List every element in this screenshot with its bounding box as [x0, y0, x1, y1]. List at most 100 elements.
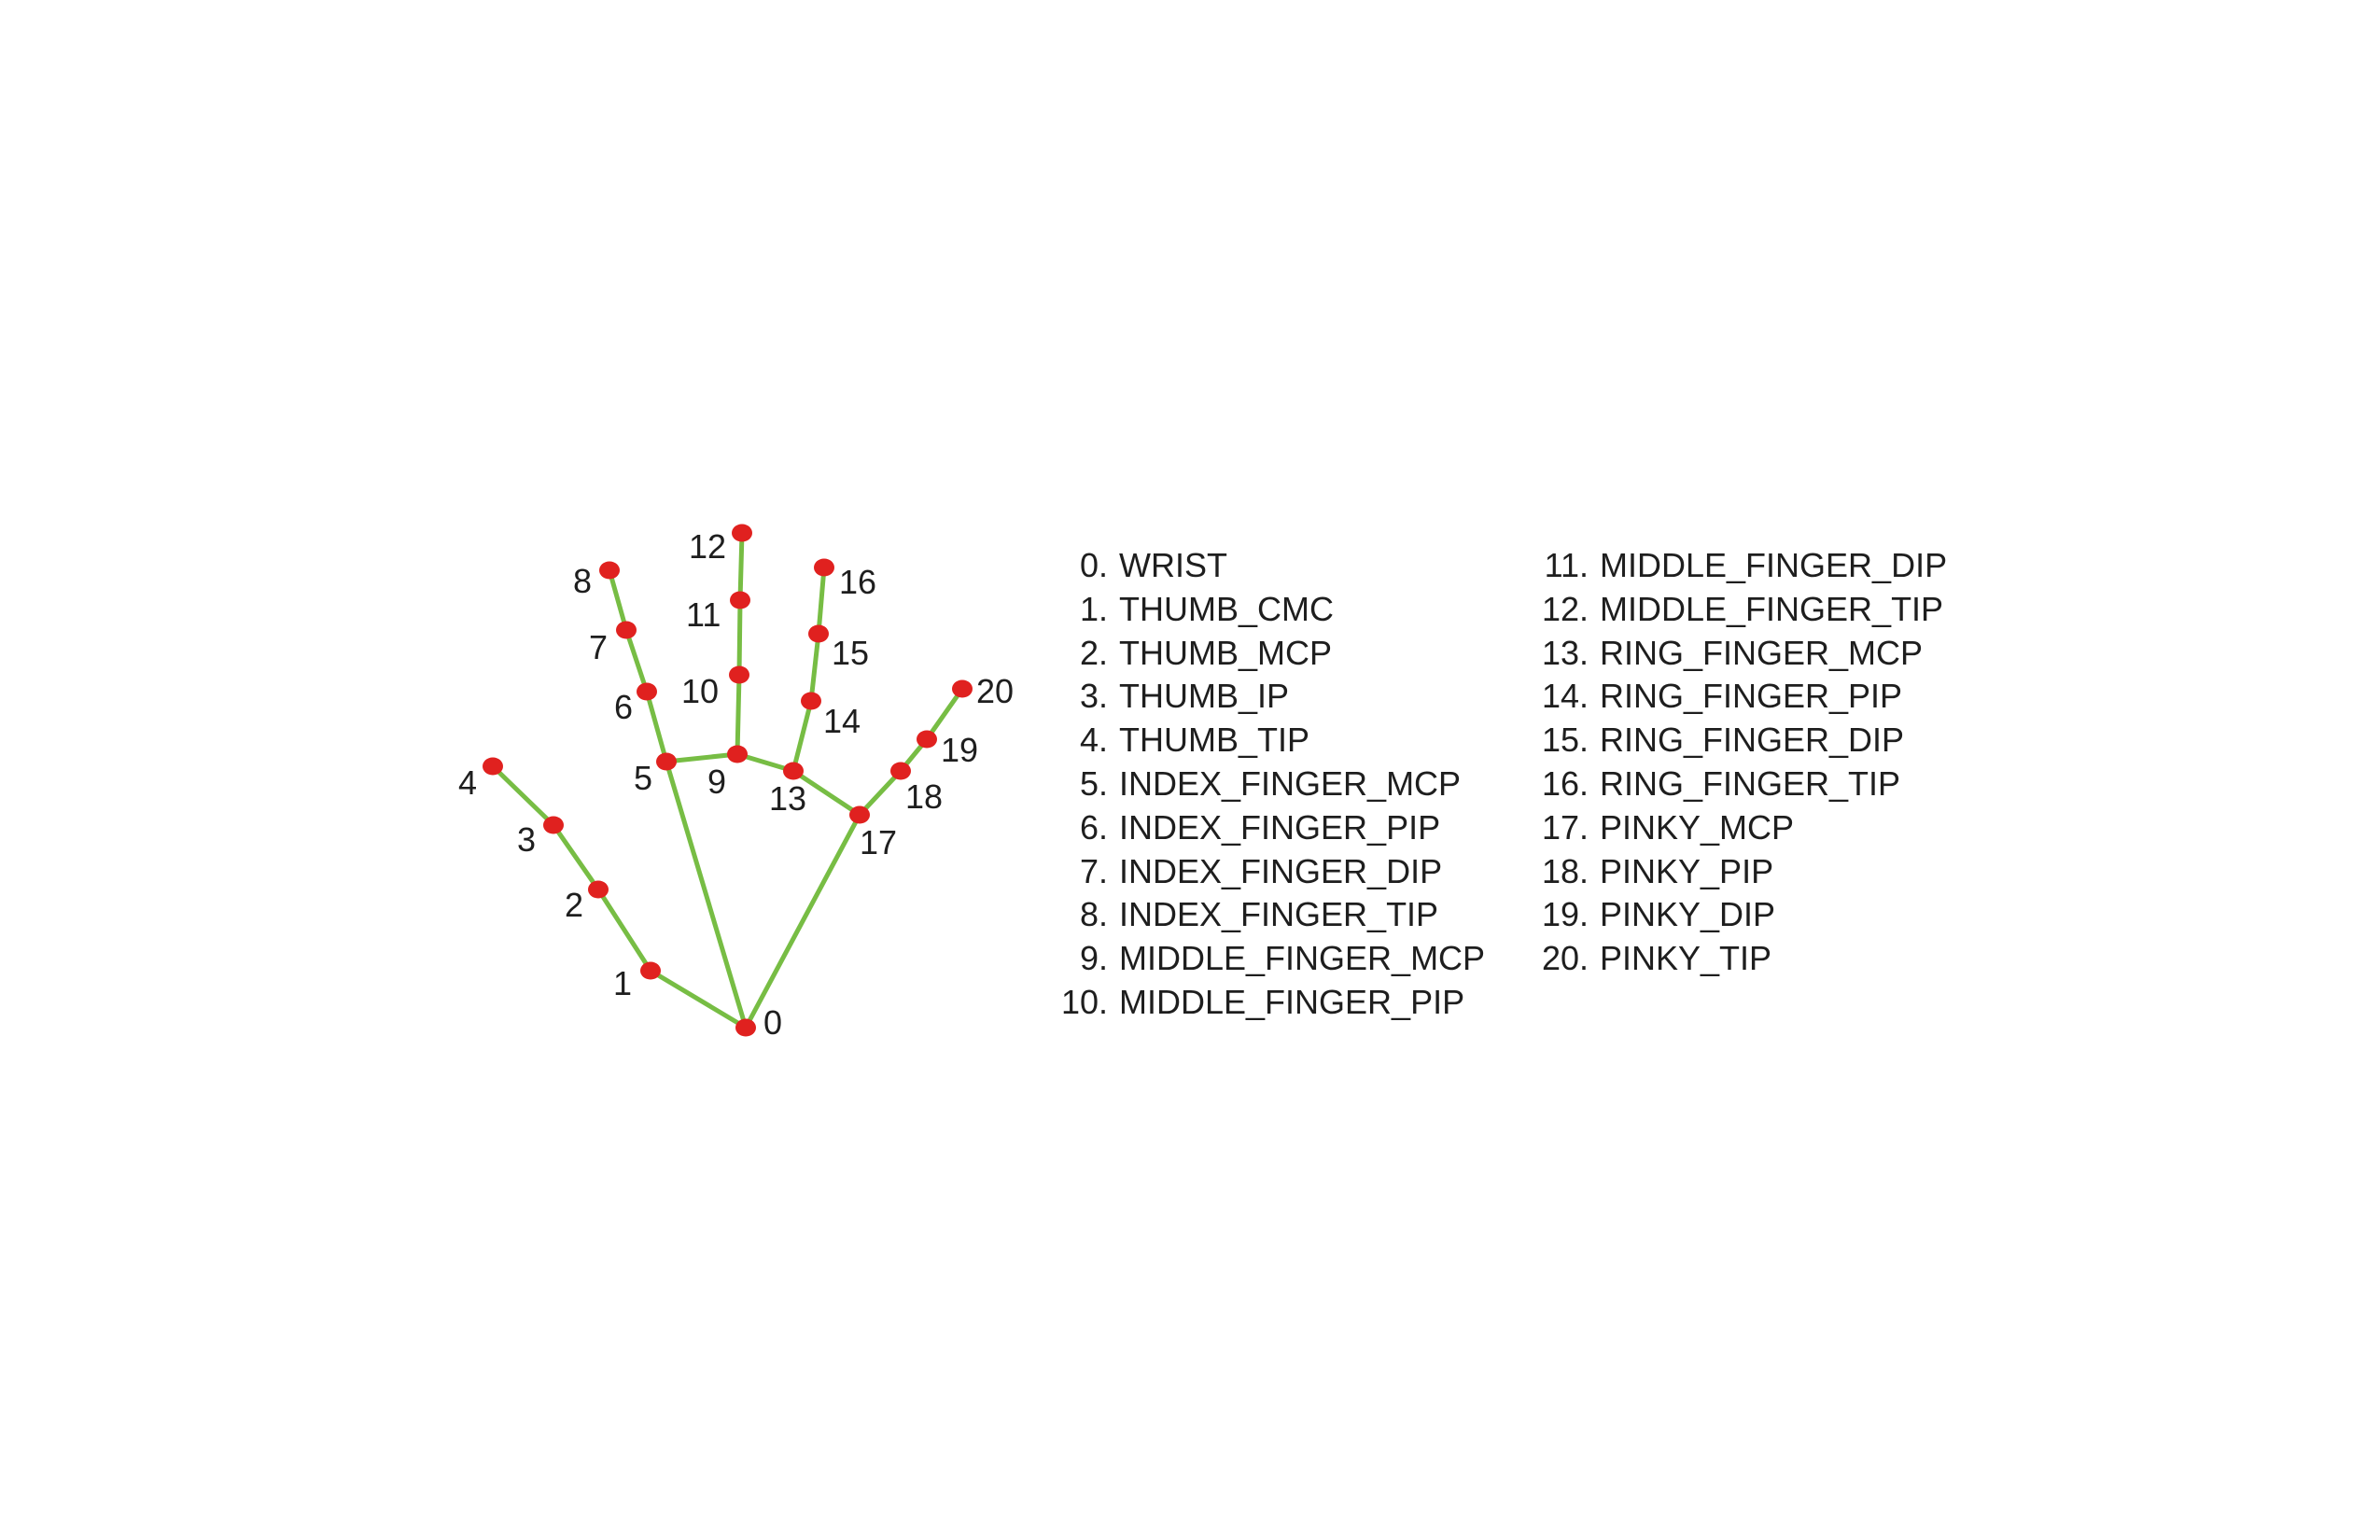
landmark-point-11 — [730, 591, 750, 609]
legend-item-name: THUMB_MCP — [1119, 633, 1333, 672]
landmark-point-12 — [732, 524, 752, 542]
legend-item-number: 13. — [1541, 633, 1589, 672]
legend-item-name: RING_FINGER_PIP — [1600, 677, 1903, 716]
landmark-point-17 — [849, 805, 870, 824]
legend-item: 16.RING_FINGER_TIP — [1531, 763, 1947, 806]
legend-item-number: 17. — [1541, 807, 1589, 847]
legend-item-name: PINKY_TIP — [1600, 939, 1772, 978]
legend-item-number: 12. — [1541, 589, 1589, 628]
landmark-index-label-5: 5 — [634, 759, 652, 797]
legend-item-name: MIDDLE_FINGER_MCP — [1119, 939, 1486, 978]
connection-9-10 — [735, 672, 742, 757]
landmark-point-9 — [727, 745, 748, 763]
legend-item-name: INDEX_FINGER_MCP — [1119, 763, 1462, 803]
connection-2-3 — [551, 822, 601, 892]
hand-landmark-points — [483, 524, 973, 1037]
landmark-point-10 — [729, 665, 749, 684]
landmark-point-2 — [588, 880, 609, 899]
legend-item: 7.INDEX_FINGER_DIP — [1050, 850, 1485, 894]
legend-item-number: 5. — [1079, 763, 1108, 803]
legend-item: 10.MIDDLE_FINGER_PIP — [1050, 981, 1485, 1025]
legend-item: 5. INDEX_FINGER_MCP — [1050, 763, 1485, 806]
landmark-index-label-8: 8 — [573, 562, 592, 600]
legend-item-name: RING_FINGER_TIP — [1600, 763, 1901, 803]
legend-item: 20.PINKY_TIP — [1531, 937, 1947, 981]
landmark-index-label-2: 2 — [565, 886, 583, 924]
landmark-index-label-11: 11 — [686, 595, 721, 634]
legend-item: 17. PINKY_MCP — [1531, 806, 1947, 850]
legend-item-name: WRIST — [1119, 546, 1227, 584]
landmark-index-label-7: 7 — [589, 628, 608, 666]
connection-11-12 — [737, 530, 745, 603]
connection-1-2 — [595, 887, 653, 973]
legend-item-number: 8. — [1079, 895, 1108, 934]
landmark-index-label-19: 19 — [941, 731, 978, 769]
landmark-index-label-9: 9 — [707, 763, 726, 801]
connection-19-20 — [924, 686, 965, 742]
legend-item-name: INDEX_FINGER_DIP — [1119, 851, 1443, 890]
legend-item: 6. INDEX_FINGER_PIP — [1050, 806, 1485, 850]
landmark-index-label-20: 20 — [976, 672, 1014, 710]
landmark-point-16 — [814, 558, 834, 577]
landmark-legend-column-2: 11. MIDDLE_FINGER_DIP 12. MIDDLE_FINGER_TIP… — [1531, 544, 1947, 981]
landmark-point-18 — [890, 762, 911, 780]
legend-item-name: INDEX_FINGER_PIP — [1119, 807, 1441, 847]
legend-item-number: 14. — [1541, 677, 1589, 716]
legend-item: 19. PINKY_DIP — [1531, 893, 1947, 937]
legend-item-number: 18. — [1541, 851, 1589, 890]
connection-0-5 — [664, 759, 749, 1030]
legend-item: 12. MIDDLE_FINGER_TIP — [1531, 588, 1947, 632]
legend-item-name: PINKY_MCP — [1600, 807, 1795, 847]
landmark-point-15 — [808, 624, 829, 643]
landmark-point-19 — [917, 730, 937, 749]
legend-item: 18.PINKY_PIP — [1531, 850, 1947, 894]
legend-item: 13. RING_FINGER_MCP — [1531, 632, 1947, 676]
legend-item: 3.THUMB_IP — [1050, 675, 1485, 719]
landmark-index-label-16: 16 — [839, 563, 876, 601]
landmark-point-7 — [616, 621, 637, 639]
landmark-index-label-17: 17 — [860, 823, 897, 861]
legend-item-number: 4. — [1079, 721, 1108, 760]
landmark-point-14 — [801, 692, 821, 710]
legend-item-number: 2. — [1079, 633, 1108, 672]
landmark-index-label-0: 0 — [763, 1003, 782, 1042]
legend-item: 1. THUMB_CMC — [1050, 588, 1485, 632]
connection-0-1 — [648, 968, 749, 1030]
landmark-index-label-6: 6 — [614, 688, 633, 726]
legend-item: 0. WRIST — [1050, 544, 1485, 588]
legend-item-number: 9. — [1079, 939, 1108, 978]
connection-5-9 — [664, 751, 740, 764]
connection-13-17 — [791, 768, 862, 818]
connection-14-15 — [808, 631, 821, 704]
legend-item-name: THUMB_TIP — [1119, 721, 1310, 760]
legend-item-number: 1. — [1079, 589, 1108, 628]
connection-3-4 — [490, 763, 556, 828]
legend-item-name: RING_FINGER_MCP — [1600, 633, 1924, 672]
legend-item-name: RING_FINGER_DIP — [1600, 721, 1905, 760]
connection-7-8 — [607, 567, 629, 633]
legend-item-name: MIDDLE_FINGER_TIP — [1600, 589, 1944, 628]
legend-item-number: 19. — [1541, 895, 1589, 934]
legend-item-number: 11. — [1544, 546, 1589, 584]
connection-5-6 — [644, 689, 669, 764]
legend-item-name: PINKY_DIP — [1600, 895, 1776, 934]
landmark-index-label-3: 3 — [517, 820, 536, 859]
legend-item-number: 6. — [1079, 807, 1108, 847]
legend-item: 8. INDEX_FINGER_TIP — [1050, 893, 1485, 937]
connection-10-11 — [736, 597, 743, 678]
legend-item: 15.RING_FINGER_DIP — [1531, 719, 1947, 763]
landmark-point-8 — [599, 561, 620, 580]
legend-item-name: INDEX_FINGER_TIP — [1119, 895, 1439, 934]
landmark-index-label-13: 13 — [769, 779, 806, 818]
legend-item-number: 3. — [1079, 677, 1108, 716]
legend-item-name: THUMB_CMC — [1119, 589, 1334, 628]
landmark-index-label-12: 12 — [689, 527, 726, 566]
landmark-index-label-10: 10 — [681, 672, 719, 710]
legend-item: 4. THUMB_TIP — [1050, 719, 1485, 763]
legend-item-number: 0. — [1079, 546, 1108, 584]
legend-item: 2. THUMB_MCP — [1050, 632, 1485, 676]
legend-item-name: MIDDLE_FINGER_DIP — [1600, 546, 1948, 584]
